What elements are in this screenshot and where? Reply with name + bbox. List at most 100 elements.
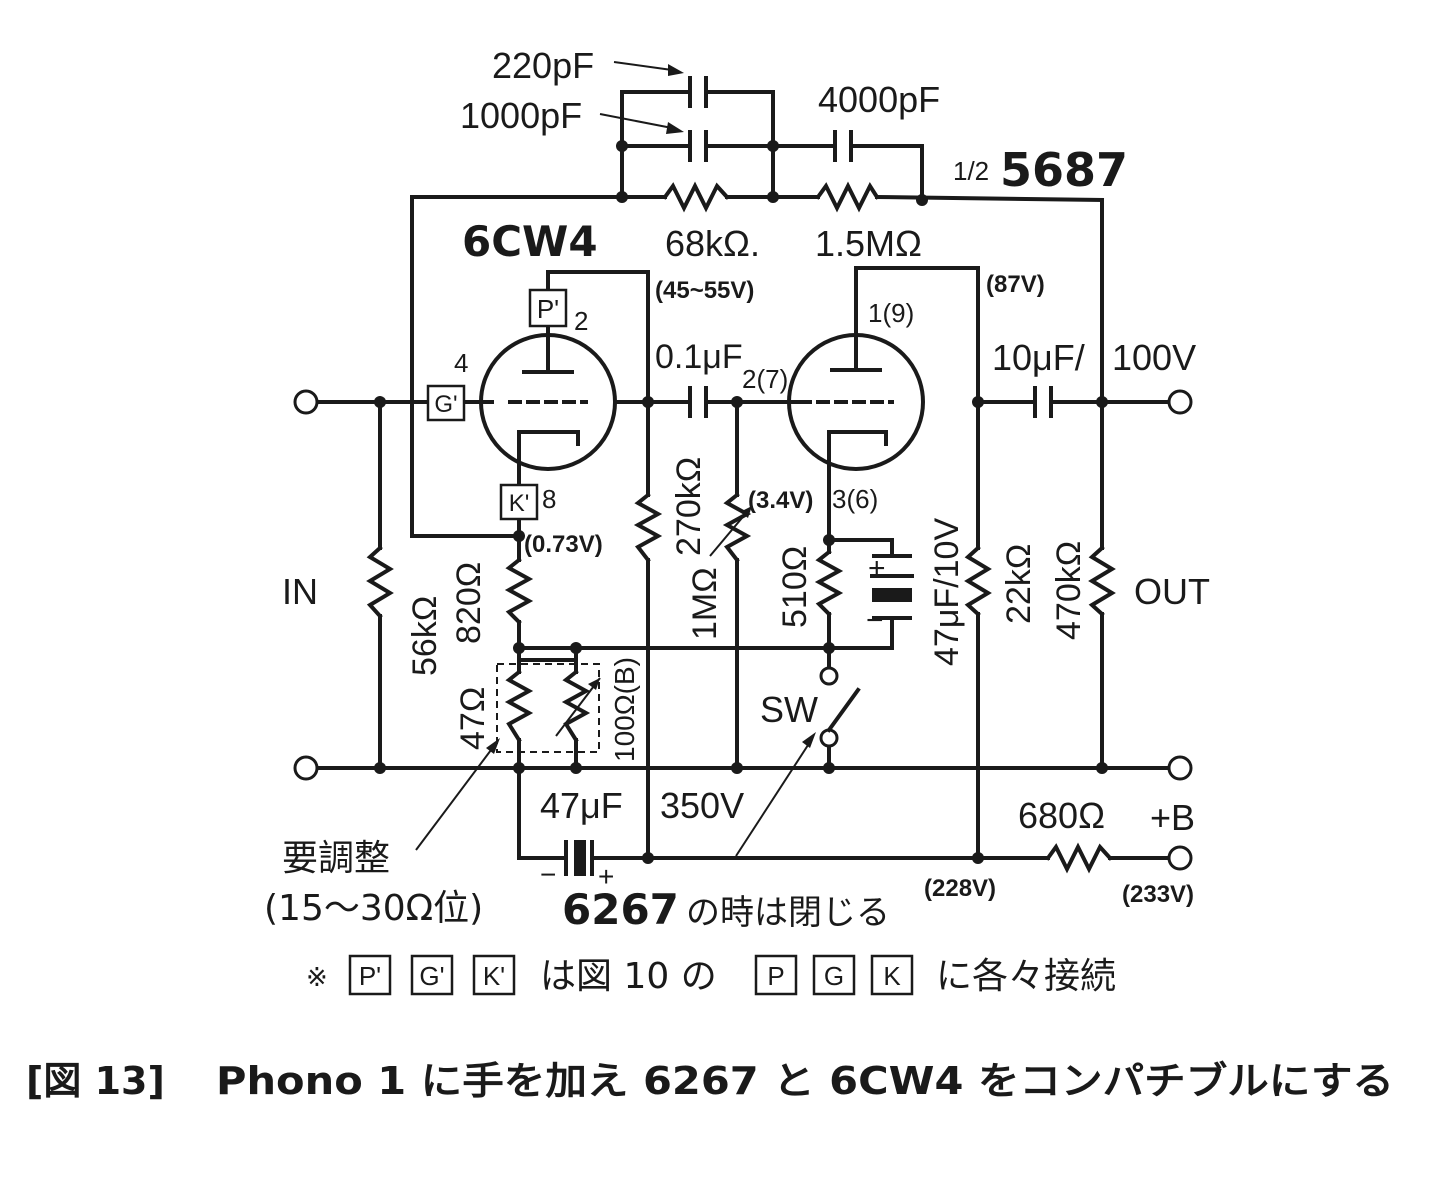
label-pin-g4: 4 [454, 348, 468, 378]
label-v-plate1: (45~55V) [655, 277, 754, 304]
resistors [366, 181, 1116, 874]
label-68k: 68kΩ. [665, 223, 760, 264]
wires [316, 90, 1170, 860]
resistor-100-pot [561, 669, 591, 743]
caption-text: Phono 1 に手を加え 6267 と 6CW4 をコンパチブルにする [216, 1059, 1394, 1103]
label-470k: 470kΩ [1050, 541, 1088, 640]
note-adjust: 要調整 [282, 838, 390, 879]
label-v-plate2: (87V) [986, 271, 1045, 298]
input-ground-terminal [293, 755, 319, 781]
label-tube2-name: 5687 [1000, 143, 1128, 197]
capacitor-0-1uf [688, 386, 708, 418]
resistor-510 [814, 549, 844, 617]
label-tube2-half: 1/2 [953, 156, 989, 186]
label-1-5m: 1.5MΩ [815, 223, 922, 264]
capacitor-10uf [1033, 386, 1053, 418]
label-v-228: (228V) [924, 875, 996, 902]
terminal-p-label: P' [537, 294, 559, 324]
tube-5687 [787, 333, 925, 471]
label-22k: 22kΩ [1000, 544, 1038, 624]
capacitor-47uf-10v [870, 554, 914, 620]
label-47uf: 47μF [540, 785, 623, 826]
resistor-1-5m [815, 181, 880, 213]
label-680: 680Ω [1018, 795, 1105, 836]
label-v-cath1: (0.73V) [524, 531, 603, 558]
footnote-g: G' [419, 961, 444, 991]
note-sw-bold: 6267 [562, 885, 679, 934]
label-10uf: 10μF/ [992, 337, 1085, 378]
label-47uf-10v: 47μF/10V [928, 518, 966, 666]
capacitors [564, 76, 1053, 876]
label-820: 820Ω [450, 562, 488, 644]
label-220pf: 220pF [492, 45, 594, 86]
terminals [293, 389, 1193, 871]
terminal-k-label: K' [509, 490, 530, 517]
capacitor-4000pf [833, 130, 853, 162]
resistor-1m [722, 492, 752, 563]
resistor-47-adj [504, 669, 534, 743]
label-v-233: (233V) [1122, 881, 1194, 908]
tube-6cw4 [479, 333, 617, 471]
resistor-680 [1045, 842, 1113, 874]
label-510: 510Ω [776, 546, 814, 628]
label-47-adj: 47Ω [454, 687, 492, 750]
capacitor-220pf [688, 76, 708, 108]
resistor-820 [504, 557, 534, 625]
switch-sw [819, 666, 861, 748]
label-350v: 350V [660, 785, 744, 826]
tube-terminal-boxes: P' G' K' [426, 288, 568, 521]
label-cap2-plus: + [598, 861, 614, 892]
label-pin2-1: 1(9) [868, 298, 914, 328]
footnote-k2: K [883, 961, 901, 991]
note-range: (15～30Ω位) [264, 888, 483, 929]
label-out: OUT [1134, 571, 1210, 612]
output-terminal [1167, 389, 1193, 415]
label-pin2-2: 2(7) [742, 364, 788, 394]
footnote-k: K' [483, 961, 505, 991]
label-100v: 100V [1112, 337, 1196, 378]
footnote-end: に各々接続 [936, 956, 1116, 997]
component-labels: 220pF 1000pF 4000pF 1/2 5687 6CW4 68kΩ. … [282, 45, 1210, 908]
footnote-mark: ※ [306, 963, 328, 993]
resistor-22k [964, 545, 992, 617]
caption-label: [図 13] [26, 1059, 165, 1103]
label-pin-k8: 8 [542, 484, 556, 514]
resistor-56k [366, 545, 394, 619]
figure-caption: [図 13] Phono 1 に手を加え 6267 と 6CW4 をコンパチブル… [26, 1059, 1394, 1103]
junction-dots [374, 140, 1108, 864]
footnote-p: P' [359, 961, 381, 991]
resistor-470k [1088, 545, 1116, 617]
label-cap-minus: − [866, 604, 884, 637]
note-sw-rest: の時は閉じる [686, 893, 890, 933]
label-1000pf: 1000pF [460, 95, 582, 136]
capacitor-47uf-350v [564, 840, 594, 876]
footnote-g2: G [824, 961, 844, 991]
label-0-1uf: 0.1μF [655, 338, 743, 376]
label-100-pot: 100Ω(B) [609, 657, 640, 762]
resistor-270k [633, 492, 663, 563]
capacitor-1000pf [688, 130, 708, 162]
label-270k: 270kΩ [670, 457, 708, 556]
label-cap2-minus: − [540, 859, 556, 890]
label-b-plus: +B [1150, 797, 1195, 838]
label-4000pf: 4000pF [818, 79, 940, 120]
label-56k: 56kΩ [406, 596, 444, 676]
label-1m: 1MΩ [686, 567, 724, 640]
label-v-cath2: (3.4V) [748, 487, 813, 514]
label-pin2-3: 3(6) [832, 484, 878, 514]
footnote-p2: P [767, 961, 784, 991]
label-cap-plus: + [868, 552, 886, 585]
input-terminal [293, 389, 319, 415]
output-ground-terminal [1167, 755, 1193, 781]
label-pin-p2: 2 [574, 306, 588, 336]
footnote-mid: は図 10 の [540, 956, 717, 997]
resistor-68k [662, 181, 730, 213]
label-sw: SW [760, 689, 818, 730]
footnote: ※ P' G' K' は図 10 の P G K に各々接続 [306, 954, 1116, 997]
terminal-g-label: G' [434, 391, 457, 418]
label-tube1-name: 6CW4 [462, 217, 598, 266]
notes: 要調整 (15～30Ω位) 6267 の時は閉じる [264, 732, 890, 934]
label-in: IN [282, 571, 318, 612]
b-plus-terminal [1167, 845, 1193, 871]
